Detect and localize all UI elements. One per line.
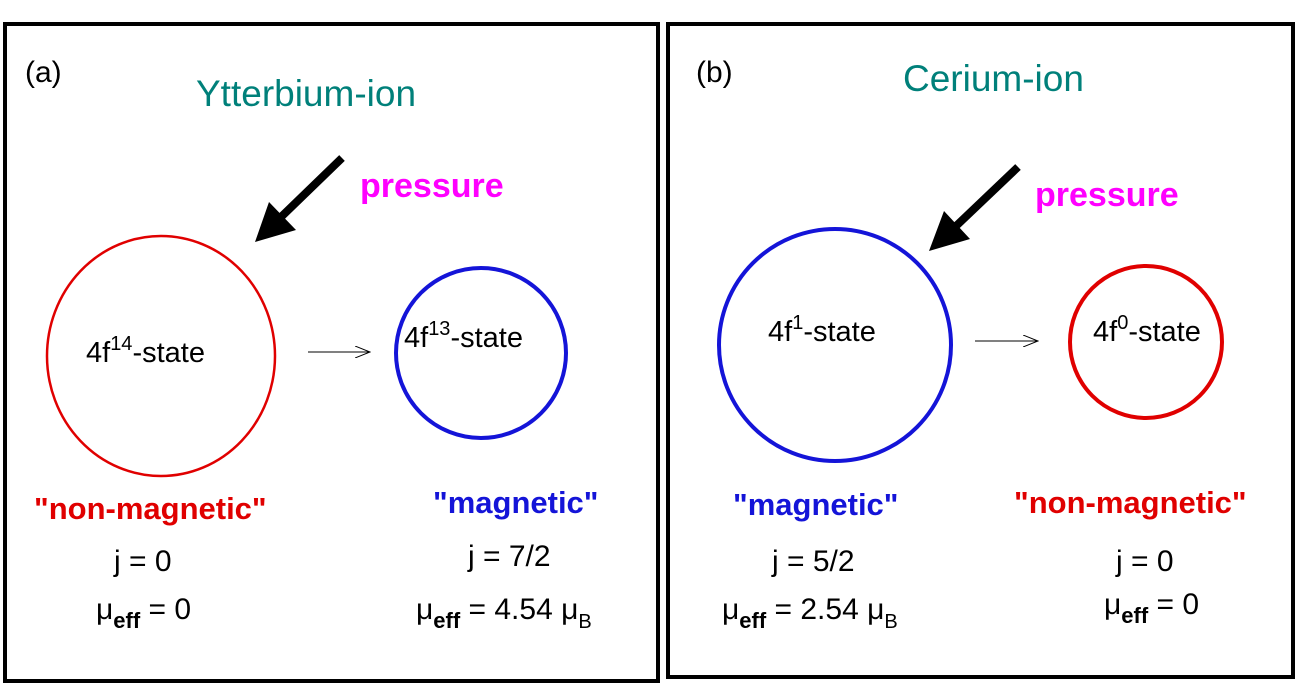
panel-a-magnetic-label: "magnetic": [433, 485, 599, 520]
panel-b-right-j: j = 0: [1116, 545, 1174, 578]
panel-a-pressure-label: pressure: [360, 167, 504, 205]
panel-a-left-state: 4f14-state: [86, 333, 205, 370]
state-superscript: 13: [428, 318, 451, 340]
state-superscript: 1: [792, 312, 804, 334]
panel-a-title: Ytterbium-ion: [196, 73, 417, 114]
mu-subscript: eff: [1121, 603, 1149, 628]
mu-subscript: eff: [113, 608, 141, 633]
mu-symbol: μ: [96, 593, 114, 626]
state-base: 4f: [86, 337, 111, 369]
state-superscript: 0: [1117, 312, 1129, 334]
panel-a-left-j: j = 0: [114, 545, 172, 578]
cerium-4f0-circle: [1068, 264, 1224, 420]
state-suffix: -state: [132, 337, 205, 369]
ytterbium-4f14-circle: [45, 234, 277, 478]
panel-b-magnetic-label: "magnetic": [733, 487, 899, 522]
mu-symbol: μ: [416, 593, 434, 626]
cerium-pressure-arrow: [929, 164, 1021, 251]
panel-b-right-mu: μeff = 0: [1104, 588, 1200, 628]
panel-b-left-mu: μeff = 2.54 μB: [722, 593, 898, 633]
panel-a-label: (a): [25, 56, 62, 89]
mu-value: = 4.54 μ: [460, 593, 579, 626]
mu-symbol: μ: [1104, 588, 1122, 621]
panel-a-right-mu: μeff = 4.54 μB: [416, 593, 592, 633]
panel-a-right-state: 4f13-state: [404, 318, 523, 355]
state-base: 4f: [768, 316, 793, 348]
panel-b-pressure-label: pressure: [1035, 176, 1179, 214]
mu-unit-subscript: B: [884, 611, 898, 633]
panel-b-right-state: 4f0-state: [1093, 312, 1201, 349]
panel-b-label: (b): [696, 56, 733, 89]
state-base: 4f: [1093, 316, 1118, 348]
mu-value: = 0: [140, 593, 192, 626]
mu-unit-subscript: B: [578, 611, 592, 633]
panel-b-left-j: j = 5/2: [772, 545, 855, 578]
mu-subscript: eff: [739, 608, 767, 633]
panel-b: [666, 22, 1295, 679]
mu-symbol: μ: [722, 593, 740, 626]
state-superscript: 14: [110, 333, 133, 355]
state-suffix: -state: [1128, 316, 1201, 348]
state-base: 4f: [404, 322, 429, 354]
panel-b-title: Cerium-ion: [903, 58, 1084, 99]
ytterbium-pressure-arrow: [255, 155, 345, 242]
panel-a-non-magnetic-label: "non-magnetic": [34, 491, 267, 526]
state-suffix: -state: [450, 322, 523, 354]
ytterbium-4f13-circle: [394, 266, 568, 440]
panel-b-left-state: 4f1-state: [768, 312, 876, 349]
panel-a-right-j: j = 7/2: [468, 540, 551, 573]
cerium-4f1-circle: [717, 227, 953, 463]
mu-subscript: eff: [433, 608, 461, 633]
state-suffix: -state: [803, 316, 876, 348]
mu-value: = 0: [1148, 588, 1200, 621]
mu-value: = 2.54 μ: [766, 593, 885, 626]
panel-a: [3, 22, 660, 683]
panel-a-left-mu: μeff = 0: [96, 593, 192, 633]
panel-b-non-magnetic-label: "non-magnetic": [1014, 485, 1247, 520]
